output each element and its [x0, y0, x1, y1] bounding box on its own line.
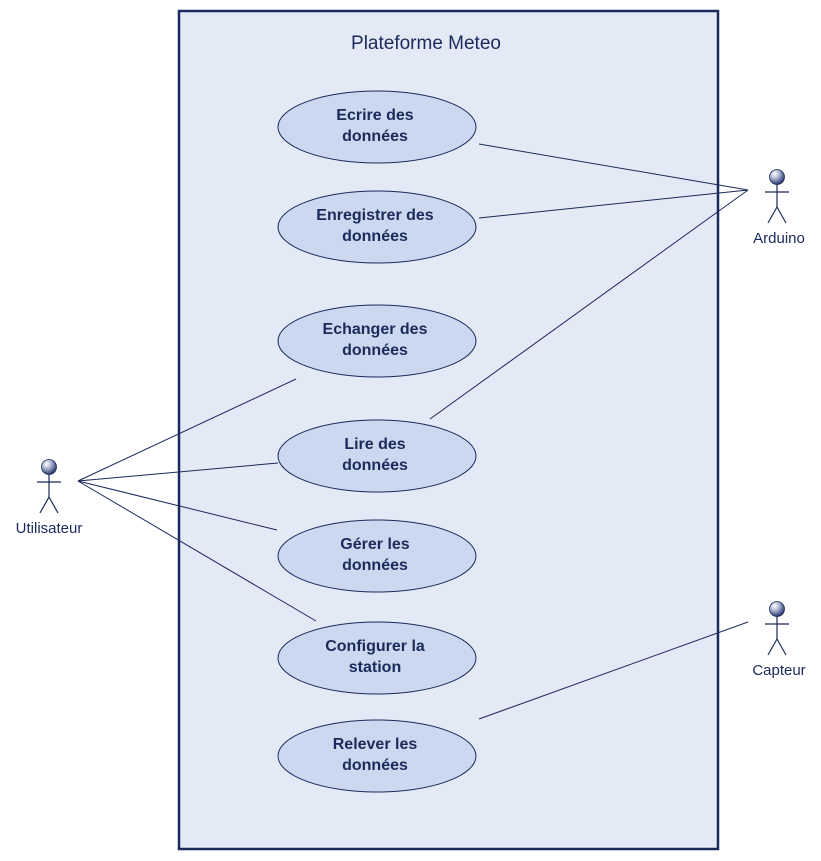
- association-arduino-enregistrer: [478, 189, 749, 219]
- use-case-ellipse: [277, 90, 477, 164]
- use-case-label: Relever les: [333, 736, 418, 753]
- use-case-label: Ecrire des: [336, 107, 413, 124]
- actor-capteur[interactable]: Capteur: [752, 601, 806, 680]
- use-case-ellipse: [277, 621, 477, 695]
- use-case-lire[interactable]: Lire des données: [277, 419, 477, 493]
- use-case-echanger[interactable]: Echanger des données: [277, 304, 477, 378]
- use-case-relever[interactable]: Relever les données: [277, 719, 477, 793]
- association-arduino-lire: [429, 189, 749, 420]
- use-case-label: données: [342, 757, 408, 774]
- use-case-ellipse: [277, 519, 477, 593]
- use-case-label: données: [342, 557, 408, 574]
- use-case-label: données: [342, 457, 408, 474]
- use-case-ellipse: [277, 304, 477, 378]
- actor-label: Arduino: [753, 230, 805, 247]
- actor-arduino[interactable]: Arduino: [753, 169, 805, 248]
- association-arduino-ecrire: [478, 143, 749, 191]
- use-case-ellipse: [277, 190, 477, 264]
- use-case-label: station: [349, 659, 401, 676]
- association-utilisateur-echanger: [77, 378, 297, 482]
- use-case-ellipse: [277, 419, 477, 493]
- use-case-label: Lire des: [344, 436, 405, 453]
- use-case-gerer[interactable]: Gérer les données: [277, 519, 477, 593]
- use-case-label: Configurer la: [325, 638, 425, 655]
- association-lines: [77, 143, 749, 720]
- association-capteur-relever: [478, 621, 749, 720]
- use-case-configurer[interactable]: Configurer la station: [277, 621, 477, 695]
- use-case-label: Echanger des: [323, 321, 428, 338]
- actor-utilisateur[interactable]: Utilisateur: [16, 459, 83, 538]
- use-case-ecrire[interactable]: Ecrire des données: [277, 90, 477, 164]
- use-case-label: données: [342, 342, 408, 359]
- association-utilisateur-configurer: [77, 480, 317, 622]
- actor-label: Utilisateur: [16, 520, 83, 537]
- use-case-ellipse: [277, 719, 477, 793]
- use-case-label: Gérer les: [340, 536, 409, 553]
- use-case-label: données: [342, 128, 408, 145]
- association-utilisateur-gerer: [77, 480, 278, 531]
- use-case-label: Enregistrer des: [316, 207, 433, 224]
- system-title: Plateforme Meteo: [351, 33, 501, 54]
- use-case-enregistrer[interactable]: Enregistrer des données: [277, 190, 477, 264]
- use-case-label: données: [342, 228, 408, 245]
- actor-label: Capteur: [752, 662, 805, 679]
- stick-figure-icon: [37, 459, 61, 514]
- association-utilisateur-lire: [77, 462, 279, 482]
- stick-figure-icon: [765, 601, 789, 656]
- stick-figure-icon: [765, 169, 789, 224]
